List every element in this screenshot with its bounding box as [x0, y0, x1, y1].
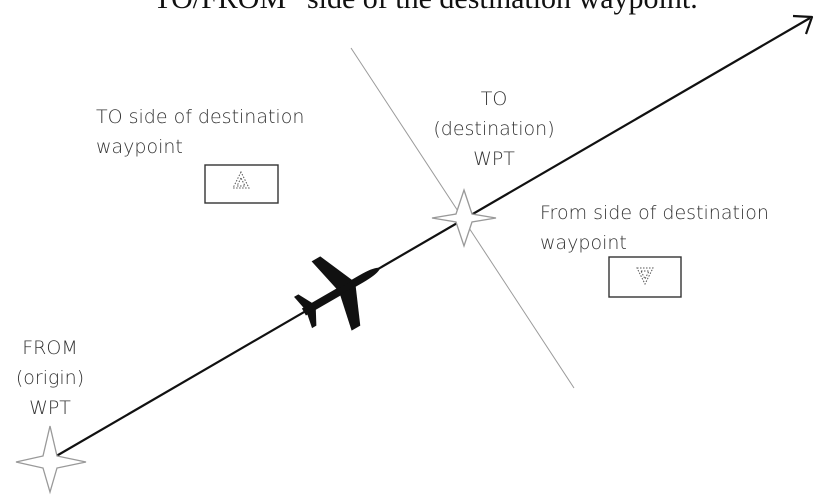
triangle-down-icon	[636, 267, 654, 286]
airplane-icon	[294, 256, 381, 331]
destination-wpt-line1: TO	[480, 88, 508, 110]
origin-waypoint-star-icon	[15, 425, 87, 495]
from-side-label-line2: waypoint	[540, 232, 627, 254]
origin-wpt-line3: WPT	[29, 397, 71, 419]
destination-wpt-line2: (destination)	[433, 118, 555, 140]
origin-wpt-label: FROM (origin) WPT	[2, 333, 98, 423]
course-line	[45, 17, 811, 463]
destination-wpt-label: TO (destination) WPT	[414, 84, 574, 174]
course-arrow-icon	[792, 14, 814, 35]
to-side-label: TO side of destination waypoint	[96, 102, 304, 162]
to-indicator-box	[204, 164, 279, 204]
origin-wpt-line2: (origin)	[15, 367, 85, 389]
triangle-up-icon	[232, 170, 250, 189]
from-side-label: From side of destination waypoint	[540, 198, 769, 258]
to-side-label-line1: TO side of destination	[96, 106, 305, 128]
destination-waypoint-star-icon	[431, 187, 497, 249]
diagram-title: “TO/FROM” side of the destination waypoi…	[140, 0, 698, 16]
origin-wpt-line1: FROM	[22, 337, 78, 359]
from-side-label-line1: From side of destination	[540, 202, 769, 224]
to-side-label-line2: waypoint	[96, 136, 183, 158]
from-indicator-box	[608, 256, 682, 298]
destination-wpt-line3: WPT	[473, 148, 515, 170]
